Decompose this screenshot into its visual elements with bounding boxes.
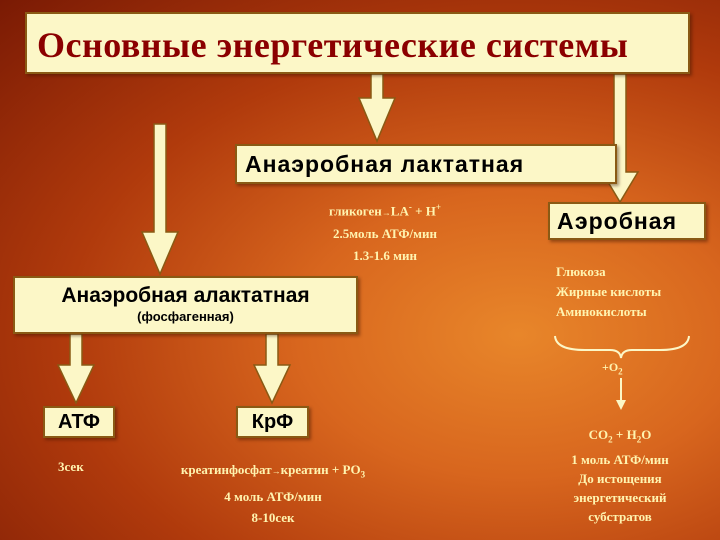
aerobic-duration-3: субстратов (588, 508, 652, 524)
substrate-item: Глюкоза (556, 264, 606, 279)
substrate-item: Аминокислоты (556, 304, 647, 319)
substrates-brace (554, 335, 690, 359)
arrow-to-atf (56, 333, 96, 405)
atf-box: АТФ (43, 406, 115, 438)
arrow-to-alactate (140, 123, 180, 276)
substrate-item: Жирные кислоты (556, 284, 662, 299)
anaerobic-alactate-label: Анаэробная алактатная (61, 284, 310, 307)
krf-rate: 4 моль АТФ/мин (224, 488, 322, 504)
title-box: Основные энергетические системы (25, 12, 690, 74)
krf-duration: 8-10сек (251, 509, 295, 525)
lactate-details: гликоген→LA- + H+ 2.5моль АТФ/мин 1.3-1.… (270, 196, 500, 267)
krf-reaction: креатинфосфат→креатин + PO3 (180, 462, 366, 480)
arrow-title-to-lactate (357, 73, 397, 143)
lactate-reaction: гликоген→LA- + H+ (328, 202, 442, 219)
atf-label: АТФ (58, 411, 100, 433)
aerobic-duration-2: энергетический (573, 489, 667, 505)
krf-label: КрФ (251, 411, 294, 433)
aerobic-box: Аэробная (548, 202, 706, 240)
arrow-oxidation (616, 378, 626, 410)
lactate-duration: 1.3-1.6 мин (353, 248, 417, 264)
aerobic-products: CO2 + H2O (588, 427, 652, 445)
page-title: Основные энергетические системы (37, 25, 629, 65)
anaerobic-alactate-sublabel: (фосфагенная) (137, 309, 234, 324)
atf-time: 3сек (58, 459, 84, 474)
aerobic-duration-1: До истощения (578, 470, 662, 486)
aerobic-rate: 1 моль АТФ/мин (571, 451, 669, 467)
anaerobic-alactate-box: Анаэробная алактатная (фосфагенная) (13, 276, 358, 334)
oxygen-label: +O2 (602, 360, 623, 377)
krf-details: креатинфосфат→креатин + PO3 4 моль АТФ/м… (138, 459, 408, 528)
aerobic-substrates: Глюкоза Жирные кислоты Аминокислоты (556, 262, 661, 322)
anaerobic-lactate-label: Анаэробная лактатная (245, 151, 525, 177)
arrow-to-krf (252, 333, 292, 405)
aerobic-output: CO2 + H2O 1 моль АТФ/мин До истощения эн… (540, 425, 700, 526)
krf-box: КрФ (236, 406, 309, 438)
anaerobic-lactate-box: Анаэробная лактатная (235, 144, 617, 184)
lactate-rate: 2.5моль АТФ/мин (333, 226, 437, 242)
aerobic-label: Аэробная (557, 208, 678, 234)
